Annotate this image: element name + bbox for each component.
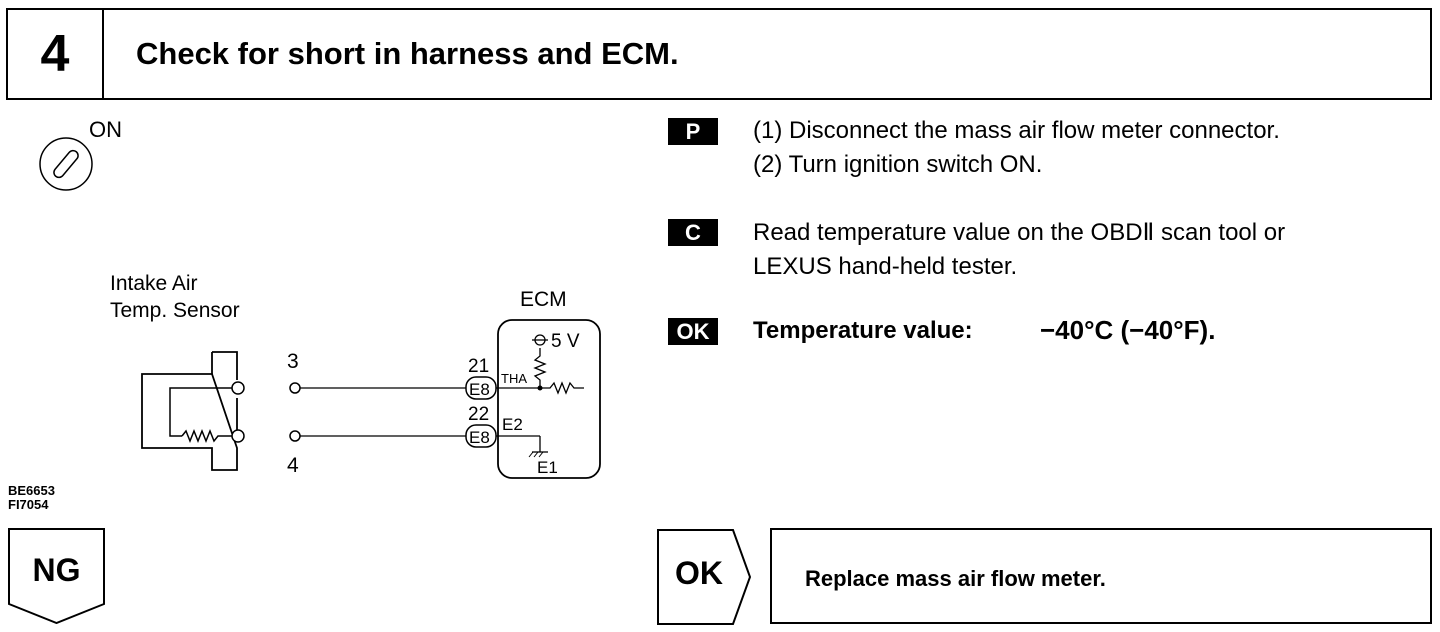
ok-badge: OK [668, 318, 718, 345]
connector-e8-bottom: E8 [469, 428, 490, 447]
ecm-pin-21: 21 [468, 356, 489, 377]
signal-e2: E2 [502, 415, 523, 434]
ignition-key-icon [39, 137, 93, 191]
step-number: 4 [8, 10, 104, 98]
step-title: Check for short in harness and ECM. [136, 36, 679, 71]
sensor-label-2: Temp. Sensor [110, 299, 240, 322]
sensor-resistor [181, 428, 232, 444]
ng-label: NG [32, 552, 81, 588]
check-step-2: LEXUS hand-held tester. [753, 253, 1018, 280]
pin-3-label: 3 [287, 350, 299, 373]
ok-criteria-label: Temperature value: [753, 317, 973, 344]
ng-branch: NG [8, 528, 105, 624]
check-badge: C [668, 219, 718, 246]
ecm-box [497, 319, 601, 479]
ground-e1: E1 [537, 458, 558, 477]
ignition-on-label: ON [89, 117, 122, 142]
prep-step-2: (2) Turn ignition switch ON. [753, 151, 1043, 178]
check-step-1: Read temperature value on the OBDⅡ scan … [753, 219, 1286, 246]
prep-badge: P [668, 118, 718, 145]
sensor-body [141, 351, 238, 471]
sensor-label-1: Intake Air [110, 272, 198, 295]
prep-step-1: (1) Disconnect the mass air flow meter c… [753, 117, 1280, 144]
figure-codes: BE6653 FI7054 [8, 484, 55, 512]
ecm-label: ECM [520, 288, 567, 311]
ok-label: OK [675, 555, 723, 591]
pin-4-label: 4 [287, 454, 299, 477]
figure-code-1: BE6653 [8, 483, 55, 498]
result-box: Replace mass air flow meter. [770, 528, 1432, 624]
signal-tha: THA [501, 371, 527, 386]
ecm-pin-22: 22 [468, 404, 489, 425]
figure-code-2: FI7054 [8, 497, 49, 512]
voltage-label: 5 V [551, 331, 580, 352]
result-text: Replace mass air flow meter. [805, 566, 1106, 591]
ok-branch: OK [657, 529, 751, 625]
ok-criteria-value: −40°C (−40°F). [1040, 315, 1216, 345]
connector-e8-top: E8 [469, 380, 490, 399]
wiring-diagram: Intake Air Temp. Sensor 3 4 ECM 21 22 E8… [110, 272, 601, 479]
step-header: 4 Check for short in harness and ECM. [6, 8, 1432, 100]
